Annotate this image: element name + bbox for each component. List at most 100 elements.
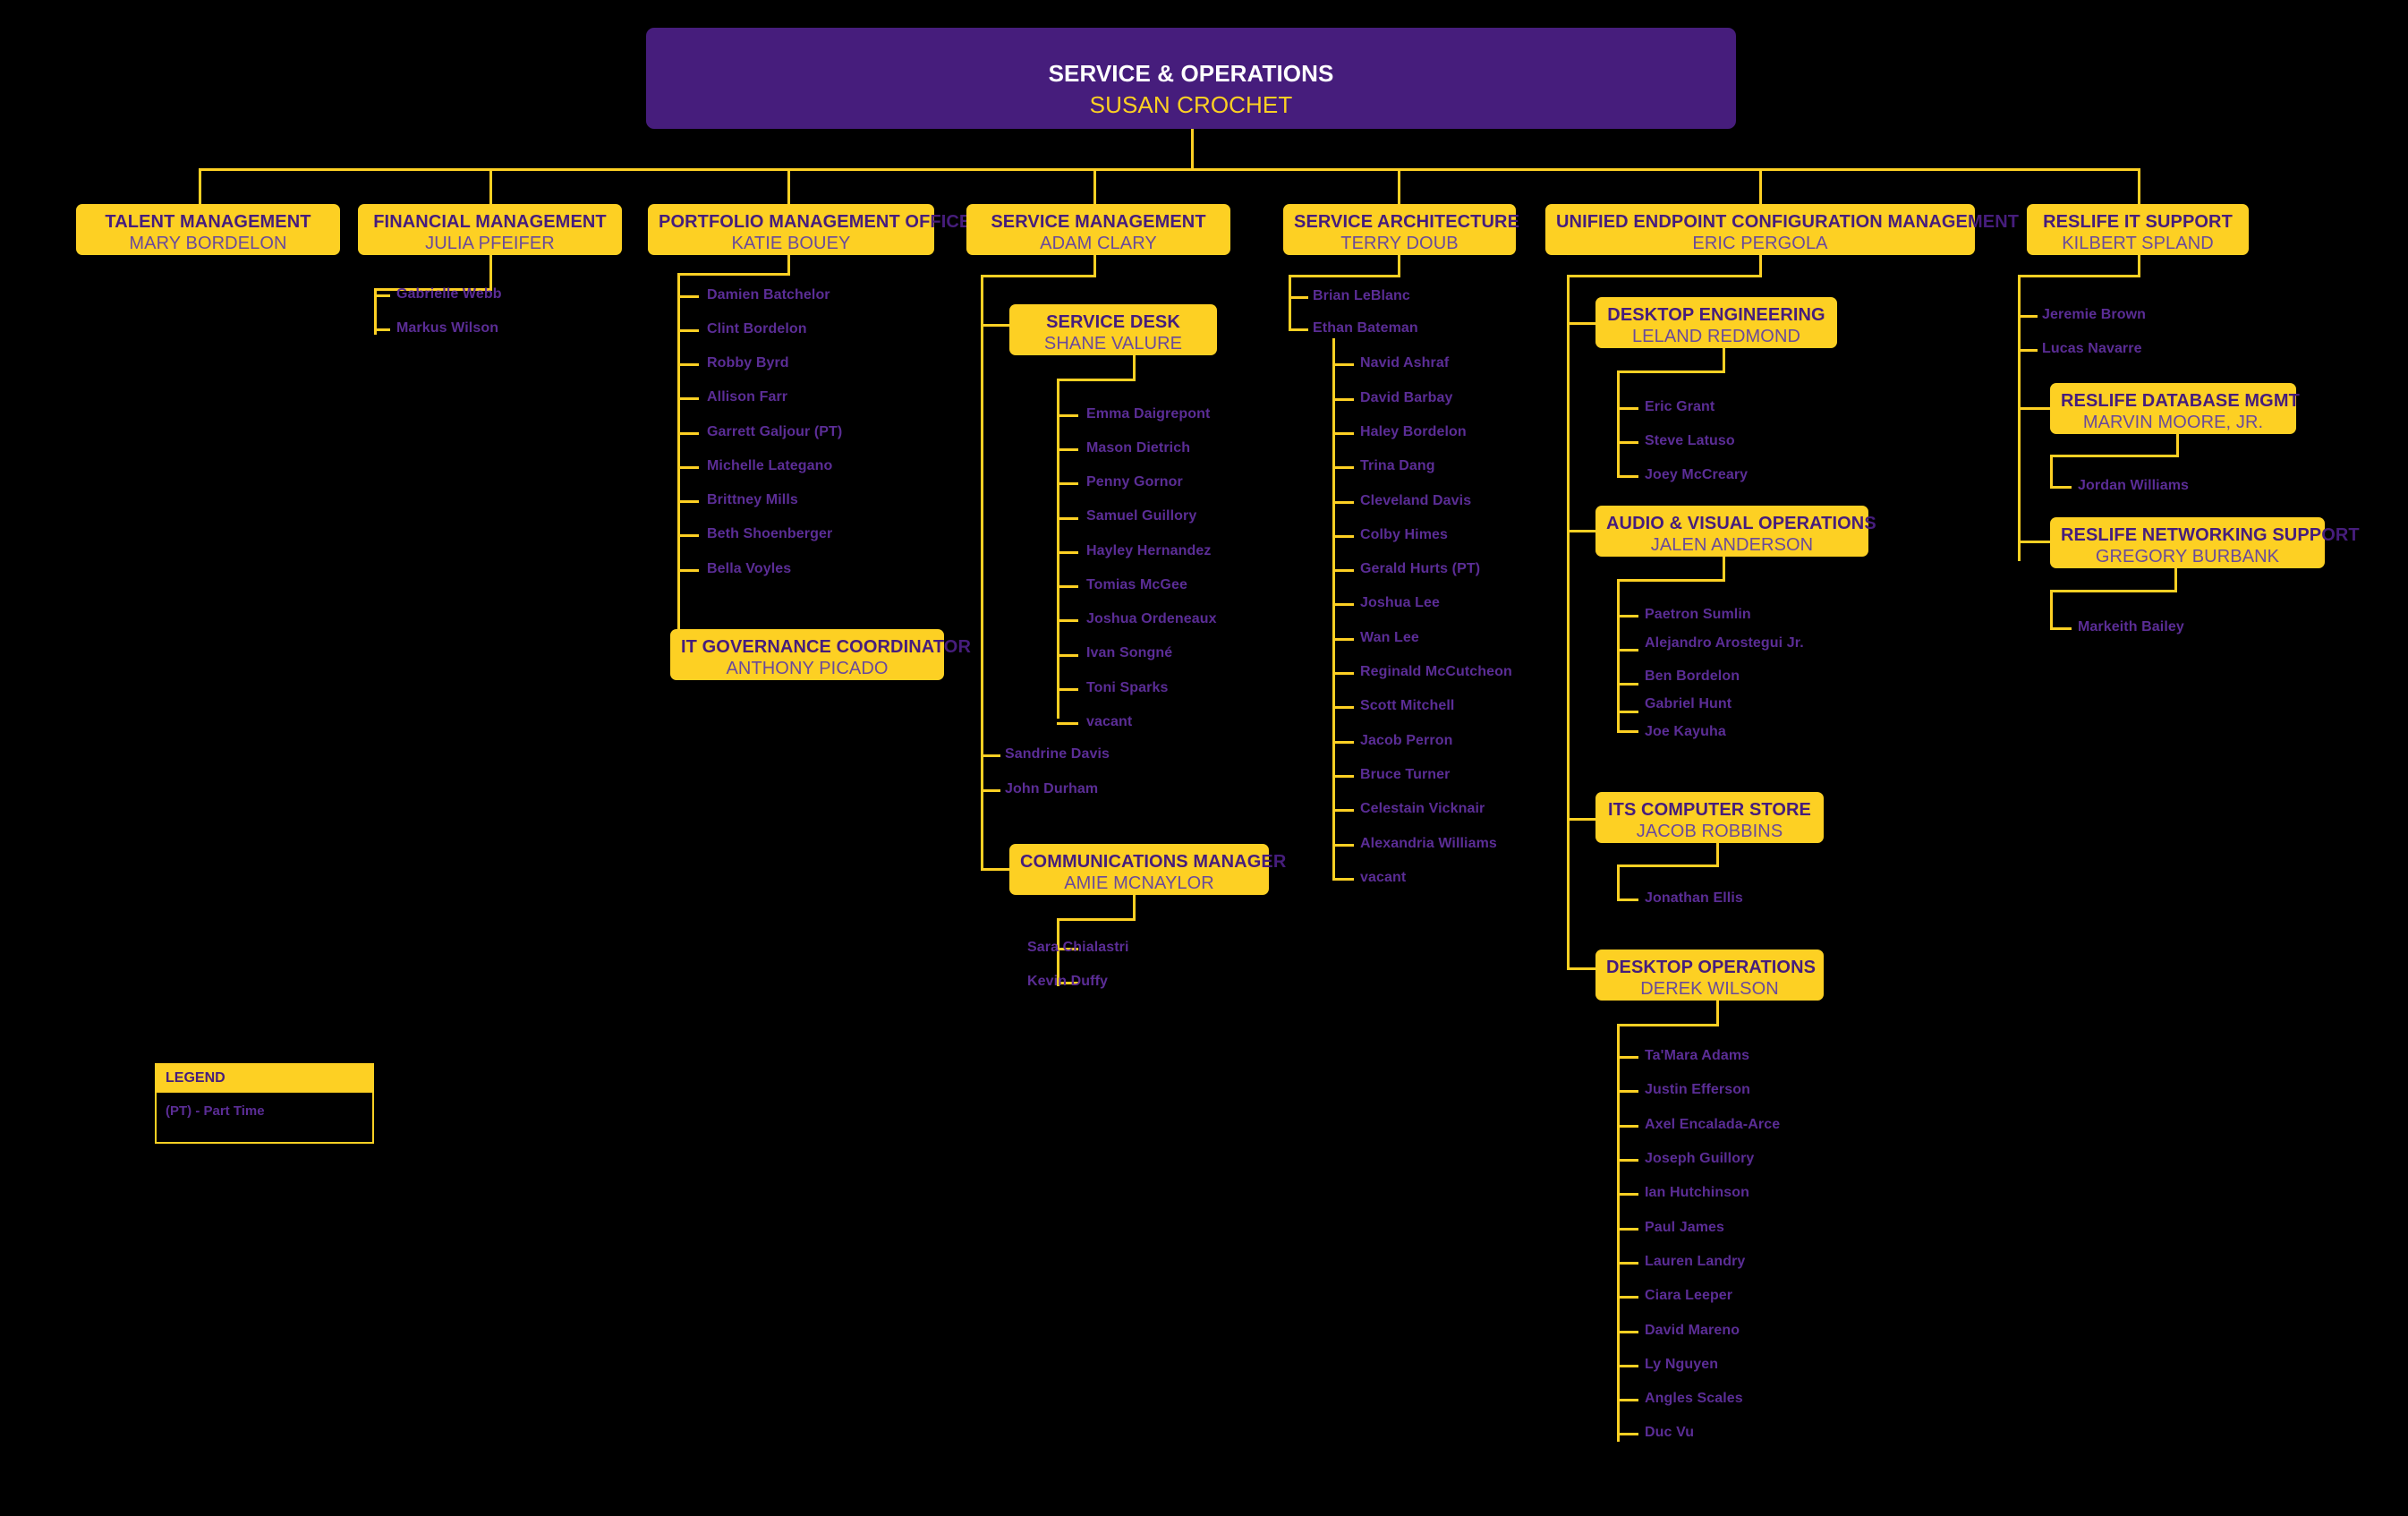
node-its-computer-store[interactable]: ITS COMPUTER STORE JACOB ROBBINS <box>1595 792 1824 843</box>
connector-uecm-spine <box>1567 275 1570 968</box>
connector-bateman-tick-3 <box>1332 466 1354 469</box>
node-unified-endpoint-configuration-management[interactable]: UNIFIED ENDPOINT CONFIGURATION MANAGEMEN… <box>1545 204 2020 255</box>
node-service-management[interactable]: SERVICE MANAGEMENT ADAM CLARY <box>966 204 1230 255</box>
staff-name: Cleveland Davis <box>1360 493 1472 508</box>
node-title: ITS COMPUTER STORE <box>1607 800 1811 820</box>
node-reslife-database-mgmt[interactable]: RESLIFE DATABASE MGMT MARVIN MOORE, JR. <box>2050 383 2300 434</box>
connector-reslifedb-in <box>2018 407 2052 410</box>
connector-reslife-turn <box>2018 275 2140 277</box>
connector-dops-tick-7 <box>1617 1296 1638 1299</box>
connector-dops-tick-10 <box>1617 1399 1638 1401</box>
connector-avops-in <box>1567 530 1597 532</box>
connector-avops-stem <box>1723 557 1725 581</box>
connector-comms-tick-1 <box>1057 982 1078 984</box>
connector-svcmgmt-spine <box>981 275 983 870</box>
staff-name: Gabriel Hunt <box>1645 696 1732 711</box>
connector-sd-tick-8 <box>1057 688 1078 691</box>
connector-store-in <box>1567 818 1597 821</box>
connector-svcarch-tick-1 <box>1289 328 1308 331</box>
connector-desktopops-stem <box>1716 1001 1719 1026</box>
connector-svcarch-tick-0 <box>1289 296 1308 299</box>
connector-pmo-tick-3 <box>677 397 699 400</box>
node-service-architecture[interactable]: SERVICE ARCHITECTURE TERRY DOUB <box>1283 204 1520 255</box>
node-leader: ADAM CLARY <box>1040 233 1157 253</box>
node-communications-manager[interactable]: COMMUNICATIONS MANAGER AMIE MCNAYLOR <box>1009 844 1287 895</box>
node-leader: SUSAN CROCHET <box>1089 90 1293 118</box>
connector-commsmgr-stem <box>1133 895 1136 920</box>
connector-reslife-stem <box>2138 255 2140 277</box>
staff-name: Haley Bordelon <box>1360 424 1467 439</box>
legend-title: LEGEND <box>157 1065 372 1093</box>
node-leader: LELAND REDMOND <box>1631 326 1801 346</box>
connector-reslifedb-turn <box>2050 455 2179 457</box>
connector-reslife-tick-0 <box>2018 315 2038 318</box>
connector-financial-tick-0 <box>374 294 390 297</box>
staff-name: Brian LeBlanc <box>1313 288 1410 303</box>
connector-deng-tick-2 <box>1617 475 1638 478</box>
staff-name: Joey McCreary <box>1645 467 1749 482</box>
staff-name: Alejandro Arostegui Jr. <box>1645 635 1804 651</box>
staff-name: Joseph Guillory <box>1645 1151 1755 1166</box>
connector-desktopops-turn <box>1617 1024 1719 1026</box>
node-service-desk[interactable]: SERVICE DESK SHANE VALURE <box>1009 304 1217 355</box>
node-title: SERVICE ARCHITECTURE <box>1294 212 1520 232</box>
connector-av-tick-1 <box>1617 649 1638 652</box>
connector-sd-tick-3 <box>1057 517 1078 520</box>
node-financial-management[interactable]: FINANCIAL MANAGEMENT JULIA PFEIFER <box>358 204 622 255</box>
node-audio-visual-operations[interactable]: AUDIO & VISUAL OPERATIONS JALEN ANDERSON <box>1595 506 1876 557</box>
connector-bateman-tick-4 <box>1332 501 1354 504</box>
staff-name: Emma Daigrepont <box>1086 406 1211 422</box>
staff-name: Ciara Leeper <box>1645 1288 1733 1303</box>
node-leader: JALEN ANDERSON <box>1650 534 1814 555</box>
connector-bateman-tick-14 <box>1332 844 1354 847</box>
node-leader: JULIA PFEIFER <box>425 233 555 253</box>
connector-sd-tick-6 <box>1057 619 1078 622</box>
staff-name: Markeith Bailey <box>2078 619 2184 635</box>
connector-financial-tick-1 <box>374 328 390 331</box>
node-service-operations[interactable]: SERVICE & OPERATIONS SUSAN CROCHET <box>646 28 1736 129</box>
connector-dops-tick-3 <box>1617 1159 1638 1162</box>
node-reslife-networking-support[interactable]: RESLIFE NETWORKING SUPPORT GREGORY BURBA… <box>2050 517 2360 568</box>
staff-name: Jordan Williams <box>2078 478 2190 493</box>
connector-bateman-tick-8 <box>1332 638 1354 641</box>
connector-svcmgmt-turn <box>981 275 1096 277</box>
node-title: UNIFIED ENDPOINT CONFIGURATION MANAGEMEN… <box>1556 212 2020 232</box>
staff-name: Ben Bordelon <box>1645 669 1740 684</box>
node-it-governance-coordinator[interactable]: IT GOVERNANCE COORDINATOR ANTHONY PICADO <box>670 629 971 680</box>
connector-deng-tick-0 <box>1617 407 1638 410</box>
node-title: DESKTOP OPERATIONS <box>1606 958 1817 977</box>
staff-name: Paetron Sumlin <box>1645 607 1751 622</box>
staff-name: David Mareno <box>1645 1323 1740 1338</box>
connector-drop-reslife <box>2138 168 2140 204</box>
connector-servicedesk-turn <box>1057 379 1136 381</box>
staff-name: Ian Hutchinson <box>1645 1185 1749 1200</box>
staff-name: Tomias McGee <box>1086 577 1187 592</box>
staff-name: Robby Byrd <box>707 355 789 370</box>
node-title: DESKTOP ENGINEERING <box>1607 305 1825 325</box>
node-portfolio-management-office[interactable]: PORTFOLIO MANAGEMENT OFFICE KATIE BOUEY <box>648 204 971 255</box>
node-talent-management[interactable]: TALENT MANAGEMENT MARY BORDELON <box>76 204 340 255</box>
staff-name: vacant <box>1086 714 1133 729</box>
connector-uecm-stem <box>1759 255 1762 277</box>
staff-name: Wan Lee <box>1360 630 1419 645</box>
node-reslife-it-support[interactable]: RESLIFE IT SUPPORT KILBERT SPLAND <box>2027 204 2249 255</box>
connector-av-tick-0 <box>1617 615 1638 617</box>
connector-svcarch-turn <box>1289 275 1400 277</box>
connector-av-tick-4 <box>1617 730 1638 733</box>
connector-bateman-tick-10 <box>1332 706 1354 709</box>
node-desktop-operations[interactable]: DESKTOP OPERATIONS DEREK WILSON <box>1595 950 1824 1001</box>
staff-name: Mason Dietrich <box>1086 440 1191 456</box>
connector-reslife-tick-1 <box>2018 349 2038 352</box>
connector-reslifenet-spine <box>2050 590 2053 629</box>
connector-reslifenet-turn <box>2050 590 2177 592</box>
node-title: COMMUNICATIONS MANAGER <box>1020 852 1287 872</box>
connector-dops-tick-8 <box>1617 1331 1638 1333</box>
node-leader: SHANE VALURE <box>1043 333 1183 353</box>
node-desktop-engineering[interactable]: DESKTOP ENGINEERING LELAND REDMOND <box>1595 297 1837 348</box>
node-leader: TERRY DOUB <box>1340 233 1459 253</box>
connector-bateman-tick-1 <box>1332 398 1354 401</box>
connector-av-tick-2 <box>1617 683 1638 686</box>
connector-reslifedb-spine <box>2050 455 2053 488</box>
connector-dops-tick-6 <box>1617 1262 1638 1265</box>
